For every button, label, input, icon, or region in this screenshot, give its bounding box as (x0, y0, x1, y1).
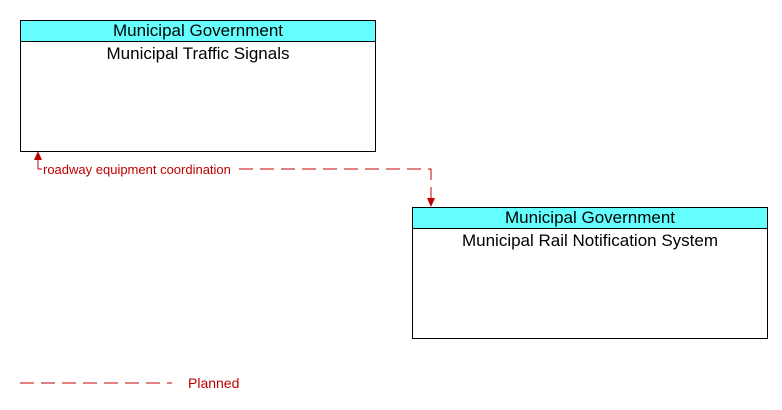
node-municipal-rail-notification-system: Municipal Government Municipal Rail Noti… (412, 207, 768, 339)
arrowhead-up-icon (34, 151, 42, 160)
node-owner-header: Municipal Government (21, 21, 375, 42)
node-owner-header: Municipal Government (413, 208, 767, 229)
flow-label-roadway-equipment-coordination: roadway equipment coordination (42, 162, 232, 177)
flow-line-roadway-equipment-coordination (37, 160, 432, 198)
node-title: Municipal Rail Notification System (461, 231, 719, 250)
node-municipal-traffic-signals: Municipal Government Municipal Traffic S… (20, 20, 376, 152)
arrowhead-down-icon (427, 198, 435, 207)
node-title: Municipal Traffic Signals (106, 44, 290, 63)
legend-planned-label: Planned (188, 375, 240, 391)
